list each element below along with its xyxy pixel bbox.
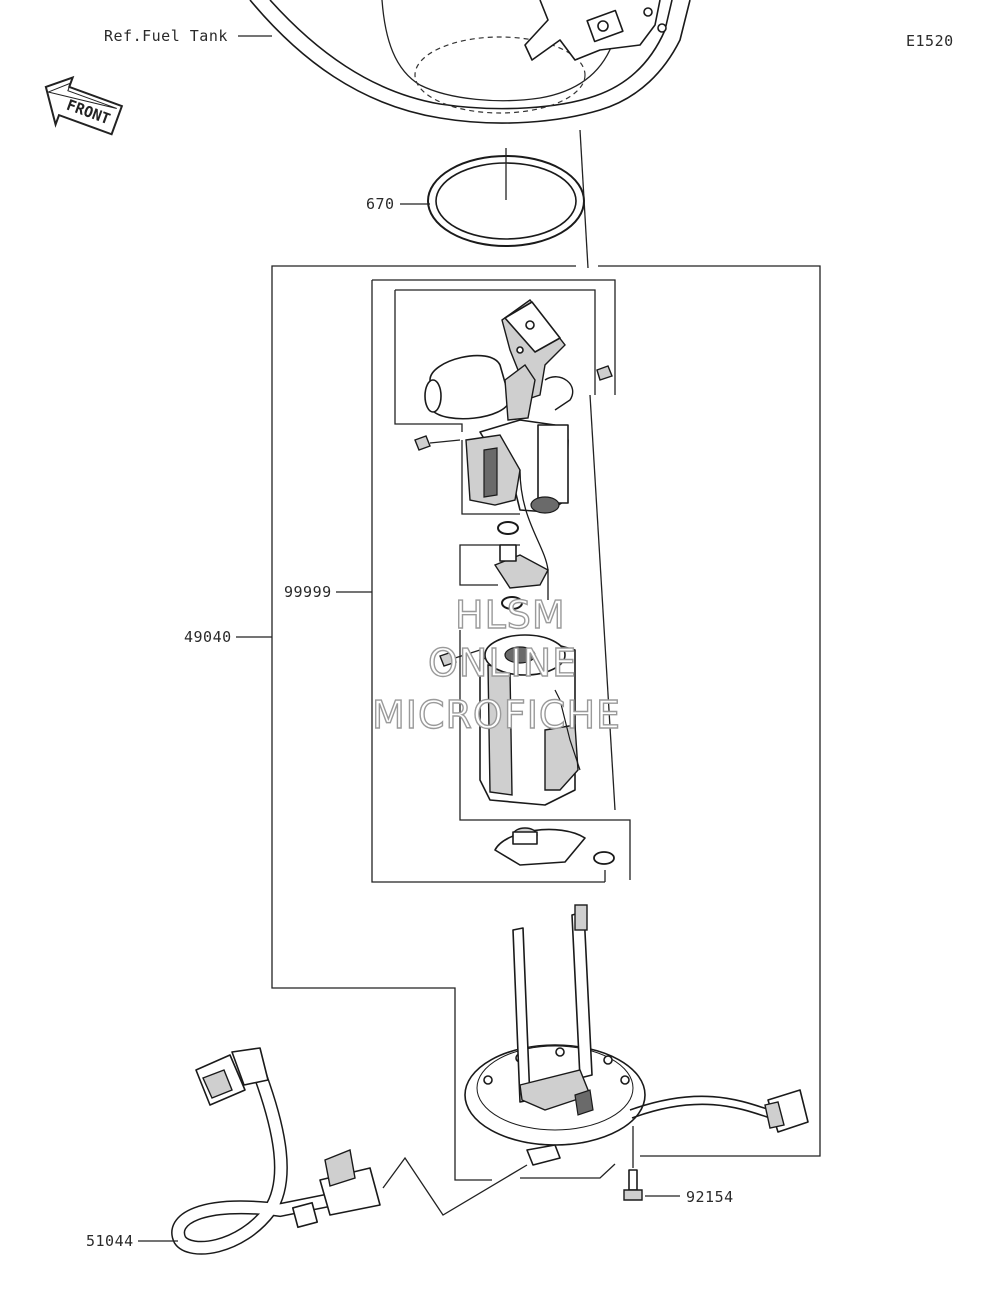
o-ring-lower (501, 596, 523, 610)
bracket-pump-body (461, 440, 520, 515)
screw-top-right (596, 365, 613, 381)
o-ring-upper (497, 521, 519, 535)
connector-cable (629, 1089, 809, 1133)
callout-99999: 99999 (284, 583, 332, 601)
callout-670: 670 (366, 195, 395, 213)
callout-49040: 49040 (184, 628, 232, 646)
screw-left (414, 435, 461, 451)
wire-harness (519, 469, 549, 600)
bracket-49040-right (598, 265, 821, 1157)
watermark-line3: MICROFICHE (372, 693, 621, 737)
fuel-tank-outline (249, 0, 691, 124)
hose-to-pump-line (382, 1156, 528, 1216)
assembly-vertical-line (589, 394, 616, 811)
fuel-filter-body (479, 634, 581, 806)
bracket-49040-left (271, 265, 576, 1181)
watermark: HLSM ONLINE MICROFICHE (371, 592, 621, 737)
hose-connect-line (520, 1163, 616, 1179)
bracket-99999 (371, 279, 616, 883)
fuel-level-sender (424, 299, 574, 421)
screw-mid-left (439, 649, 481, 667)
bracket-top-group (394, 289, 596, 432)
callout-51044: 51044 (86, 1232, 134, 1250)
front-arrow-icon: FRONT (44, 75, 124, 136)
fuel-hose (171, 1047, 381, 1255)
callout-92154: 92154 (686, 1188, 734, 1206)
washer (593, 851, 615, 865)
pump-base-flange (464, 904, 646, 1166)
diagram-code: E1520 (906, 32, 954, 50)
fuel-pump-upper (465, 419, 569, 514)
bolt (623, 1169, 643, 1201)
pressure-regulator (493, 544, 549, 589)
watermark-line2: ONLINE (428, 641, 577, 685)
watermark-line1: HLSM (455, 593, 566, 637)
ref-fuel-tank-label: Ref.Fuel Tank (104, 27, 228, 45)
filter-cap (494, 827, 586, 866)
bracket-lower-group (459, 630, 631, 880)
bracket-regulator (459, 544, 520, 586)
tank-assembly-line (579, 129, 589, 269)
